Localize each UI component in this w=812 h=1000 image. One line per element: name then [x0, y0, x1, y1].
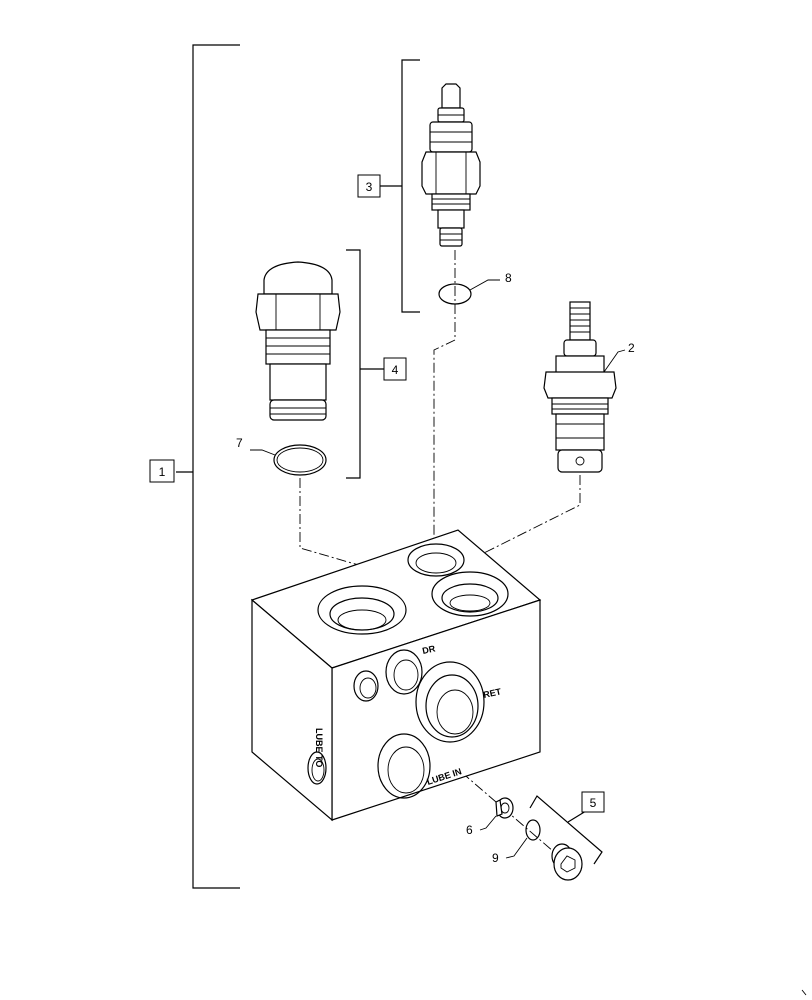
callout-6: 6	[466, 823, 473, 837]
callout-8: 8	[505, 271, 512, 285]
assembly-bracket-4	[346, 249, 361, 479]
callout-5: 5	[581, 791, 605, 813]
assembly-bracket-5	[529, 795, 603, 865]
plug-cartridge-4	[255, 261, 341, 421]
assembly-bracket-1	[192, 44, 240, 889]
callout-1: 1	[149, 459, 175, 483]
svg-text:4: 4	[392, 363, 399, 377]
svg-text:5: 5	[590, 796, 597, 810]
assembly-bracket-3	[401, 59, 420, 313]
svg-text:1: 1	[159, 465, 166, 479]
port-label-ret: RET	[482, 686, 502, 700]
centerline-item-3	[433, 250, 456, 565]
plug-6	[495, 797, 514, 819]
callout-7: 7	[236, 436, 243, 450]
relief-valve-cartridge-3	[421, 83, 481, 247]
svg-text:3: 3	[366, 180, 373, 194]
plug-5	[551, 843, 583, 881]
port-label-lube-to: LUBE TO	[314, 728, 324, 767]
port-label-dr: DR	[421, 643, 436, 656]
manifold-block	[250, 529, 542, 822]
centerline-item-2	[469, 475, 581, 600]
callout-3: 3	[357, 174, 381, 198]
callout-4: 4	[383, 357, 407, 381]
valve-cartridge-2	[543, 301, 617, 473]
o-ring-8	[438, 283, 472, 305]
callout-2: 2	[628, 341, 635, 355]
o-ring-7	[273, 444, 327, 476]
callout-9: 9	[492, 851, 499, 865]
o-ring-9	[525, 819, 541, 841]
